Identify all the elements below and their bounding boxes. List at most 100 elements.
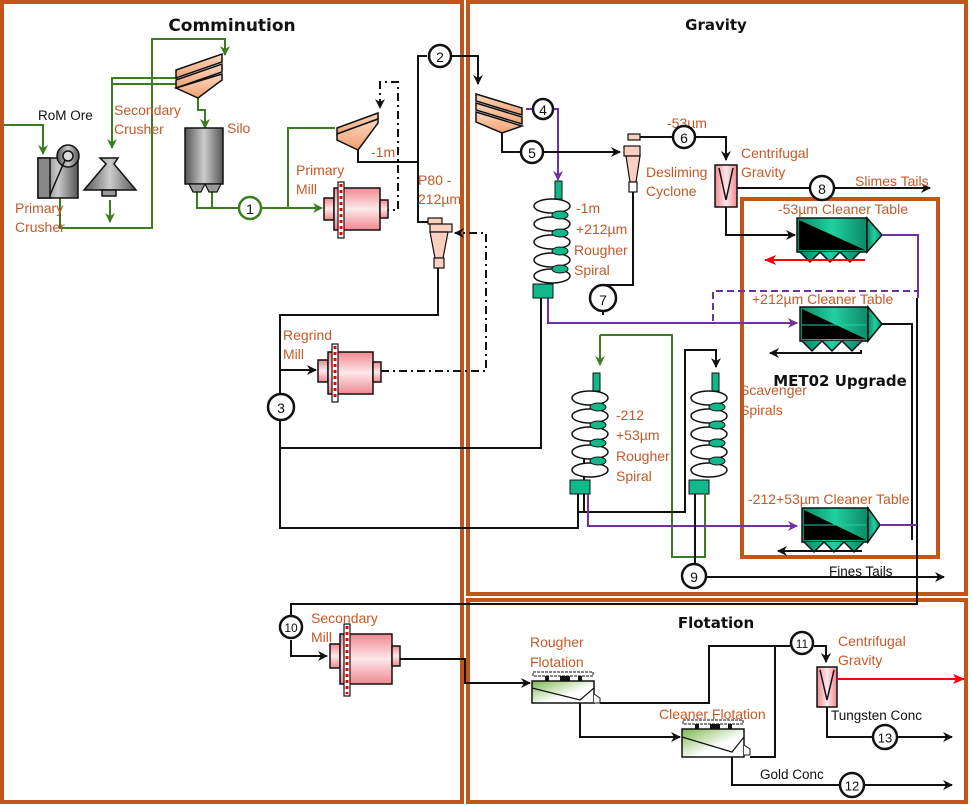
rougher-spiral-2-label-4: Spiral [616, 468, 652, 484]
cleaner-flotation-label: Cleaner Flotation [659, 706, 766, 722]
svg-text:2: 2 [436, 49, 444, 65]
p80-label-2: 212µm [418, 191, 461, 207]
centrifugal-gravity-label-2: Gravity [741, 164, 785, 180]
flotation-frame [466, 598, 968, 804]
gravity-title: Gravity [685, 16, 747, 34]
secondary-crusher-label-1: Secondary [114, 102, 181, 118]
cleaner-flotation-icon [681, 719, 751, 758]
svg-text:5: 5 [528, 145, 536, 161]
centrifugal-gravity-2-label-2: Gravity [838, 652, 882, 668]
rougher-spiral-2-label-2: +53µm [616, 427, 659, 443]
secondary-mill-icon [329, 623, 401, 697]
rougher-spiral-1-label-1: -1m [576, 200, 600, 216]
tungsten-conc-label: Tungsten Conc [831, 708, 922, 723]
line-to-cyclone [417, 162, 432, 223]
cleaner-table-mid-icon [801, 505, 881, 554]
met02-upgrade-title: MET02 Upgrade [773, 372, 907, 390]
primary-crusher-icon [37, 144, 80, 199]
svg-text:13: 13 [878, 731, 892, 746]
silo-icon [184, 127, 224, 193]
fines-tails-label: Fines Tails [829, 564, 893, 579]
scavenger-spirals-label-1: Scavenger [740, 382, 807, 398]
primary-screen-icon [336, 111, 379, 151]
comminution-title: Comminution [168, 16, 295, 36]
screen-undersize-line [357, 150, 418, 163]
gold-conc-label: Gold Conc [760, 767, 824, 782]
primary-crusher-label-2: Crusher [15, 219, 65, 235]
gravity-screen-icon [475, 92, 525, 134]
stream-node-10: 10 [278, 614, 304, 640]
stream-node-4: 4 [531, 97, 555, 121]
oversize-to-rougher-spiral [553, 108, 563, 181]
stream-node-11: 11 [789, 630, 815, 656]
screen-recycle-line [375, 81, 399, 211]
secondary-mill-to-flotation [400, 658, 531, 688]
stream-node-12: 12 [838, 771, 866, 799]
primary-mill-icon [323, 181, 389, 239]
svg-text:8: 8 [818, 181, 826, 197]
scavenger-spiral-icon [688, 372, 728, 495]
stream-node-7: 7 [588, 283, 618, 313]
cleaner-table-53-label: -53µm Cleaner Table [778, 201, 908, 217]
secondary-crusher-label-2: Crusher [114, 121, 164, 137]
svg-text:11: 11 [796, 637, 809, 651]
stream-node-6: 6 [671, 124, 697, 150]
rougher-flotation-icon [531, 671, 601, 704]
stream-node-9: 9 [680, 562, 708, 590]
primary-mill-label-1: Primary [296, 162, 344, 178]
centrifugal-gravity-icon [714, 164, 738, 208]
rougher-spiral-1-label-2: +212µm [576, 221, 627, 237]
primary-mill-label-2: Mill [296, 181, 317, 197]
primary-crusher-label-1: Primary [15, 200, 63, 216]
rougher-spiral-1-icon [532, 180, 571, 299]
regrind-mill-label-1: Regrind [283, 327, 332, 343]
met02-upgrade-frame [740, 197, 940, 559]
cyclone-underflow-line [279, 268, 439, 395]
screen-1m-label: -1m [371, 144, 395, 160]
classification-cyclone-icon [427, 217, 453, 269]
line-to-stream-2 [417, 55, 427, 162]
regrind-recycle-line [381, 228, 487, 372]
regrind-mill-label-2: Mill [283, 346, 304, 362]
cleaner-table-212-label: +212µm Cleaner Table [752, 291, 893, 307]
svg-text:6: 6 [680, 130, 688, 146]
svg-text:3: 3 [277, 400, 285, 416]
stream-node-8: 8 [808, 174, 836, 202]
rougher-spiral-2-label-3: Rougher [616, 448, 670, 464]
svg-text:12: 12 [845, 779, 859, 794]
centrifugal-gravity-label-1: Centrifugal [741, 145, 809, 161]
gravity-frame [466, 0, 968, 596]
rougher-spiral-1-label-3: Rougher [574, 242, 628, 258]
centrifugal-gravity-2-icon [816, 666, 838, 708]
desliming-cyclone-label-2: Cyclone [646, 183, 697, 199]
secondary-crusher-icon [82, 157, 138, 197]
scavenger-spirals-label-2: Spirals [740, 402, 783, 418]
slimes-tails-label: Slimes Tails [855, 173, 929, 189]
rougher-spiral-2-icon [569, 372, 609, 495]
stream-node-5: 5 [519, 139, 545, 165]
comminution-frame [0, 0, 464, 804]
desliming-cyclone-icon [623, 133, 641, 193]
cleaner-table-53-icon [796, 216, 884, 264]
p80-label-1: P80 - [418, 172, 452, 188]
centrifugal-gravity-2-label-1: Centrifugal [838, 633, 906, 649]
stream-node-3: 3 [266, 392, 296, 422]
svg-text:10: 10 [284, 621, 298, 635]
svg-text:1: 1 [246, 201, 254, 217]
svg-text:9: 9 [690, 569, 698, 585]
rom-ore-label: RoM Ore [38, 108, 93, 123]
cleaner-table-mid-label: -212+53µm Cleaner Table [748, 491, 910, 507]
stream-node-1: 1 [237, 195, 263, 221]
secondary-mill-label-1: Secondary [311, 610, 378, 626]
cleaner-table-212-icon [799, 304, 883, 353]
secondary-mill-label-2: Mill [311, 629, 332, 645]
rougher-spiral-2-label-1: -212 [616, 407, 644, 423]
svg-text:7: 7 [599, 292, 607, 308]
rougher-spiral-1-label-4: Spiral [574, 262, 610, 278]
green-streams [4, 38, 335, 229]
rougher-flotation-label-2: Flotation [530, 654, 584, 670]
double-deck-screen-icon [173, 52, 223, 99]
rougher-flotation-label-1: Rougher [530, 634, 584, 650]
silo-label: Silo [227, 120, 251, 136]
